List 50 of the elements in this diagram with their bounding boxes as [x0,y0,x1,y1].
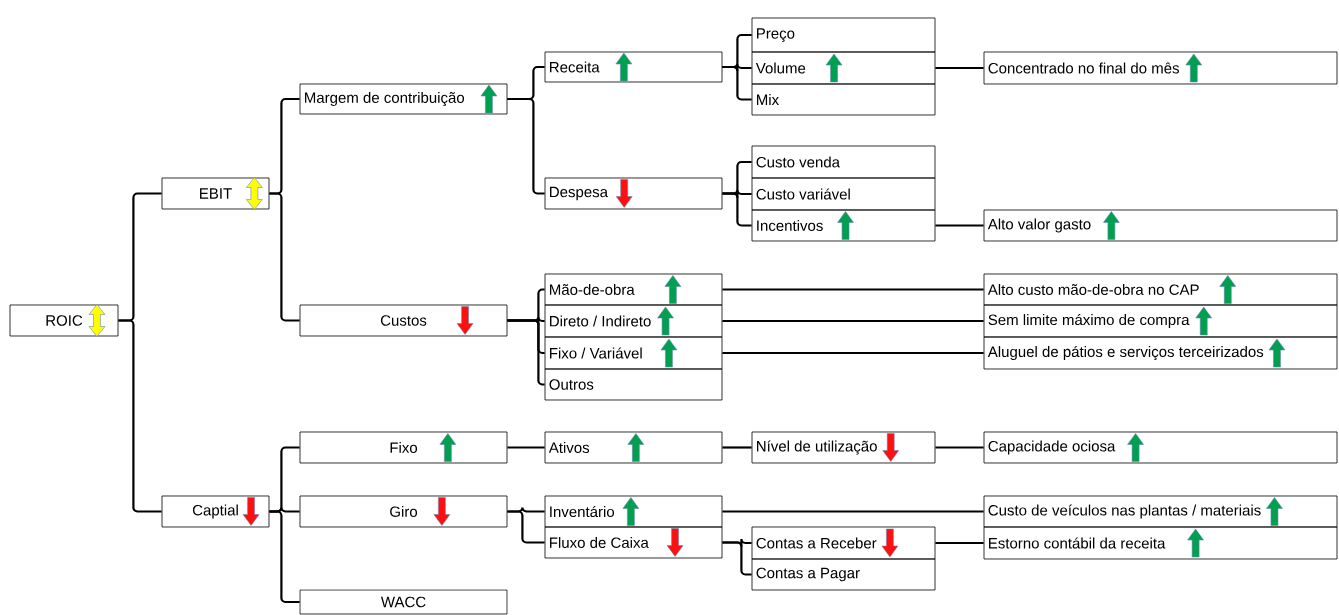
connector-line [935,541,984,545]
connector-line [935,446,984,449]
category-box: Ativos [544,431,723,464]
category-box: Alto custo mão-de-obra no CAP [983,273,1338,306]
category-box: Fluxo de Caixa [544,526,723,559]
category-box: Margem de contribuição [299,83,508,115]
bracket-connector [118,319,162,513]
category-box: Receita [544,51,723,83]
connector-line [507,446,545,449]
category-box: Aluguel de pátios e serviços terceirizados [983,336,1338,370]
category-box: Custo de veículos nas plantas / materiais [983,495,1338,528]
category-box: Giro [299,495,508,528]
bracket-connector [722,192,752,227]
category-box: Fixo / Variável [544,336,723,370]
bracket-connector [722,541,752,576]
category-box: Incentivos [751,209,936,242]
category-box: Fixo [299,431,508,464]
category-box: Mix [751,83,936,116]
connector-line [935,224,984,227]
category-box: Estorno contábil da receita [983,526,1338,560]
category-box: Custos [299,304,508,337]
category-box: EBIT [161,177,270,210]
connector-line [722,510,984,513]
category-box: Sem limite máximo de compra [983,304,1338,338]
category-box: Nível de utilização [751,431,936,464]
bracket-connector [507,97,545,195]
bracket-connector [722,65,752,101]
category-box: Direto / Indireto [544,304,723,338]
category-box: Preço [751,17,936,53]
connector-line [722,288,984,291]
category-box: Concentrado no final do mês [983,51,1338,85]
category-box: Mão-de-obra [544,273,723,306]
connector-line [722,351,984,355]
category-box: Contas a Pagar [751,558,936,591]
category-box: ROIC [9,304,119,337]
category-box: Contas a Receber [751,526,936,560]
category-box: Alto valor gasto [983,209,1338,242]
connector-line [935,66,984,70]
category-box: Inventário [544,495,723,528]
category-box: Despesa [544,177,723,210]
category-box: Outros [544,368,723,401]
connector-line [722,446,752,449]
category-box: Custo venda [751,145,936,179]
bracket-connector [507,510,545,544]
category-box: WACC [299,589,508,615]
category-box: Capacidade ociosa [983,431,1338,464]
category-box: Captial [161,495,270,528]
category-box: Custo variável [751,177,936,211]
connector-line [722,319,984,323]
category-box: Volume [751,51,936,85]
